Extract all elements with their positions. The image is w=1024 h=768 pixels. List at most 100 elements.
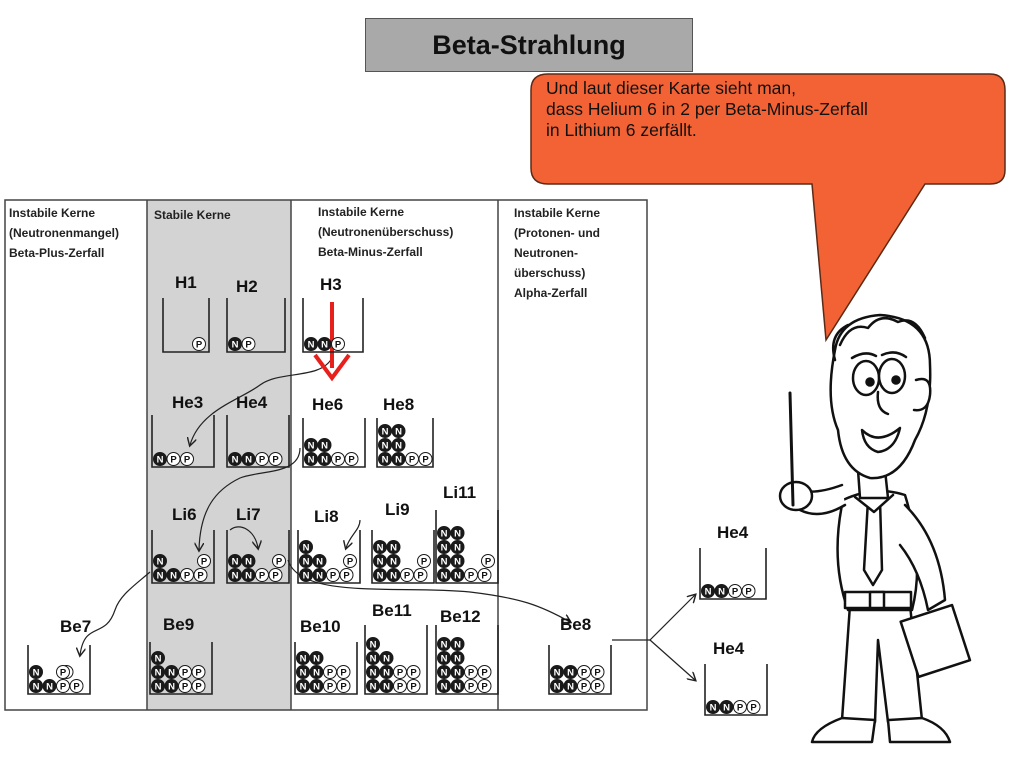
proton-particle	[477, 568, 492, 582]
particle-letter: N	[321, 455, 328, 466]
nucleus-label: He8	[383, 395, 414, 414]
particle-letter: N	[232, 455, 239, 466]
proton-particle	[741, 584, 756, 598]
particle-letter: N	[441, 668, 448, 679]
proton-particle	[69, 679, 84, 693]
proton-particle	[477, 679, 492, 693]
proton-particle	[481, 554, 495, 568]
particle-letter: N	[232, 340, 239, 351]
particle-letter: N	[155, 668, 162, 679]
particle-letter: P	[468, 571, 475, 582]
nucleus-container	[302, 418, 366, 468]
particle-letter: P	[201, 557, 208, 568]
neutron-particle	[151, 651, 165, 665]
particle-letter: N	[441, 571, 448, 582]
neutron-particle	[386, 554, 401, 568]
particle-letter: N	[170, 571, 177, 582]
decay-arrow	[199, 447, 301, 550]
particle-letter: N	[303, 557, 310, 568]
proton-particle	[193, 568, 208, 582]
neutron-particle	[366, 637, 380, 651]
nucleus-label: Li8	[314, 507, 339, 526]
nucleus-label: H3	[320, 275, 342, 294]
particle-letter: N	[321, 340, 328, 351]
particle-letter: N	[245, 571, 252, 582]
particle-letter: P	[468, 682, 475, 693]
proton-particle	[331, 337, 345, 351]
neutron-particle	[29, 665, 43, 679]
particle-letter: N	[454, 557, 461, 568]
particle-letter: P	[417, 571, 424, 582]
nucleus-container	[226, 530, 290, 584]
slide-title: Beta-Strahlung	[365, 18, 693, 72]
particle-letter: P	[272, 455, 279, 466]
particle-letter: N	[554, 682, 561, 693]
particle-letter: N	[232, 557, 239, 568]
particle-letter: P	[340, 668, 347, 679]
proton-particle	[344, 452, 359, 466]
proton-particle	[590, 679, 605, 693]
particle-letter: P	[594, 682, 601, 693]
neutron-particle	[450, 554, 465, 568]
proton-particle	[336, 665, 351, 679]
neutron-particle	[312, 554, 327, 568]
nucleus-container	[699, 548, 767, 600]
neutron-particle	[450, 540, 465, 554]
particle-letter: N	[567, 682, 574, 693]
particle-letter: P	[397, 682, 404, 693]
neutron-particle	[309, 651, 324, 665]
particle-letter: N	[454, 543, 461, 554]
nucleus-container	[297, 530, 361, 584]
speech-line: Und laut dieser Karte sieht man,	[546, 78, 796, 98]
particle-letter: N	[441, 640, 448, 651]
particle-letter: N	[567, 668, 574, 679]
nucleus-container	[435, 510, 499, 584]
particle-letter: N	[300, 668, 307, 679]
particle-letter: N	[377, 543, 384, 554]
proton-particle	[406, 665, 421, 679]
neutron-particle	[379, 651, 394, 665]
nucleus-label: Be8	[560, 615, 591, 634]
particle-letter: P	[481, 571, 488, 582]
particle-letter: P	[732, 587, 739, 598]
particle-letter: P	[182, 668, 189, 679]
particle-letter: N	[245, 455, 252, 466]
proton-particle	[268, 452, 283, 466]
particle-letter: P	[60, 668, 67, 679]
particle-letter: N	[155, 682, 162, 693]
neutron-particle	[386, 540, 401, 554]
particle-letter: P	[184, 571, 191, 582]
nucleus-label: He4	[717, 523, 749, 542]
particle-letter: N	[454, 571, 461, 582]
particle-letter: P	[481, 668, 488, 679]
particle-letter: N	[168, 668, 175, 679]
particle-letter: P	[737, 703, 744, 714]
particle-letter: N	[308, 441, 315, 452]
proton-particle	[417, 554, 431, 568]
speech-line: dass Helium 6 in 2 per Beta-Minus-Zerfal…	[546, 99, 868, 119]
nucleus-container	[294, 642, 358, 695]
particle-letter: P	[409, 455, 416, 466]
particle-letter: P	[272, 571, 279, 582]
particle-letter: P	[60, 682, 67, 693]
particle-letter: N	[46, 682, 53, 693]
particle-letter: N	[441, 557, 448, 568]
nucleus-label: Li11	[443, 483, 476, 502]
particle-letter: N	[382, 427, 389, 438]
particle-letter: N	[377, 571, 384, 582]
particle-letter: N	[723, 703, 730, 714]
particle-letter: N	[300, 654, 307, 665]
proton-particle	[339, 568, 354, 582]
particle-letter: P	[259, 455, 266, 466]
neutron-particle	[450, 637, 465, 651]
particle-letter: N	[245, 557, 252, 568]
particle-letter: N	[441, 682, 448, 693]
decay-arrow	[346, 519, 361, 548]
particle-letter: P	[745, 587, 752, 598]
